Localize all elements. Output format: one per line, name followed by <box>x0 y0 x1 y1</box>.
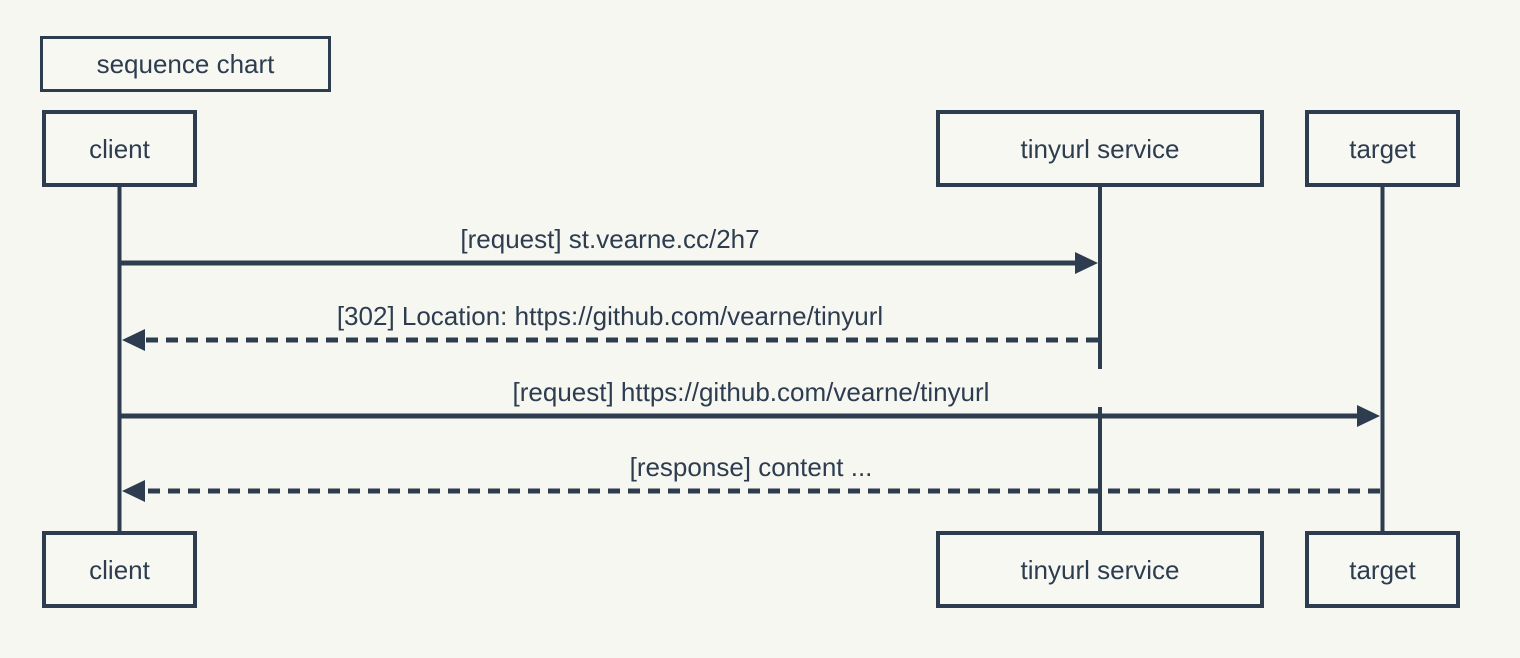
message-4-label: [response] content ... <box>629 452 873 482</box>
message-2-label: [302] Location: https://github.com/vearn… <box>336 301 884 331</box>
diagram-title-box: sequence chart <box>40 36 331 92</box>
message-2-arrowhead-left <box>122 329 145 351</box>
actor-target-top: target <box>1305 110 1460 187</box>
actor-target-bottom: target <box>1305 531 1460 608</box>
message-1-arrowhead-right <box>1075 252 1098 274</box>
actor-tinyurl-service-top: tinyurl service <box>936 110 1264 187</box>
diagram-title: sequence chart <box>96 49 275 79</box>
message-4-arrowhead-left <box>122 480 145 502</box>
actor-tinyurl-service-label: tinyurl service <box>1020 554 1180 585</box>
actor-client-top: client <box>42 110 197 187</box>
message-3-label: [request] https://github.com/vearne/tiny… <box>512 377 990 407</box>
actor-client-label: client <box>89 554 150 585</box>
actor-tinyurl-service-label: tinyurl service <box>1020 133 1180 164</box>
message-1-label: [request] st.vearne.cc/2h7 <box>460 224 760 254</box>
actor-target-label: target <box>1349 554 1416 585</box>
actor-tinyurl-service-bottom: tinyurl service <box>936 531 1264 608</box>
actor-target-label: target <box>1349 133 1416 164</box>
actor-client-label: client <box>89 133 150 164</box>
message-3-arrowhead-right <box>1357 405 1380 427</box>
actor-client-bottom: client <box>42 531 197 608</box>
